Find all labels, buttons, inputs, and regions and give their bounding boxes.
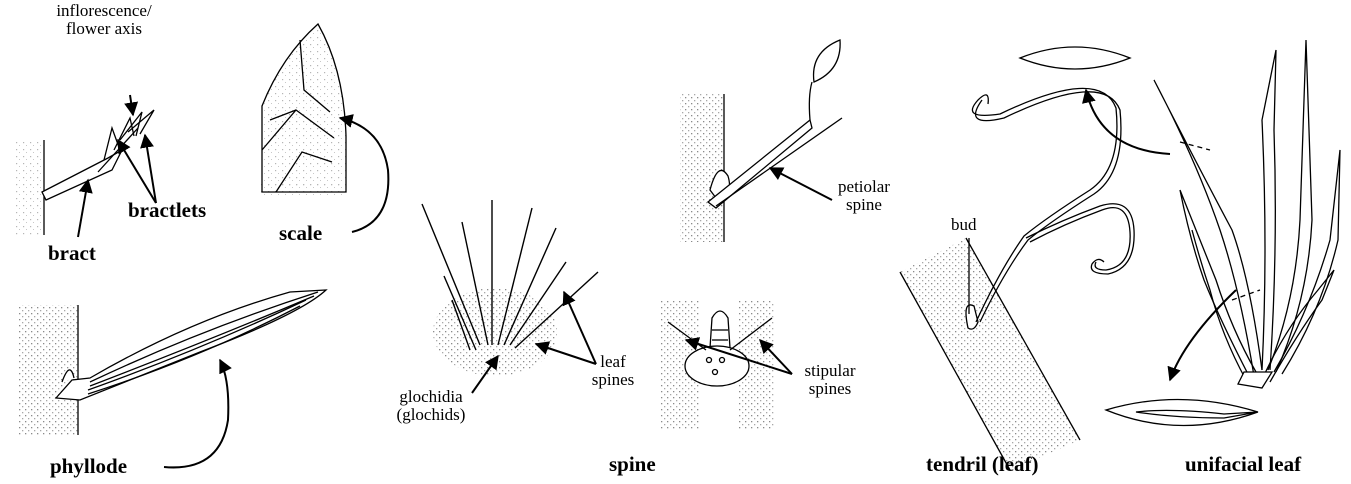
phyllode-label: phyllode <box>50 455 127 477</box>
tendril-label: tendril (leaf) <box>926 453 1039 475</box>
petiolar-spine-label-line1: petiolar <box>838 178 890 196</box>
leaf-spines-label-line2: spines <box>592 371 635 389</box>
stipular-spines-label-line1: stipular <box>805 362 856 380</box>
bud-label: bud <box>951 216 977 234</box>
scale-label: scale <box>279 222 322 244</box>
tendril-illustration <box>900 88 1134 470</box>
inflorescence-label: inflorescence/ flower axis <box>56 2 151 38</box>
spine-cluster-illustration <box>422 200 598 376</box>
stipular-spines-illustration <box>660 300 774 430</box>
leaf-spines-label-line1: leaf <box>592 353 635 371</box>
bract-label: bract <box>48 242 96 264</box>
phyllode-arrow <box>164 360 228 467</box>
inflorescence-label-line1: inflorescence/ <box>56 2 151 20</box>
phyllode-illustration <box>18 290 326 435</box>
stipular-spines-label: stipular spines <box>805 362 856 398</box>
stipular-spines-label-line2: spines <box>805 380 856 398</box>
glochidia-label: glochidia (glochids) <box>397 388 466 424</box>
leaf-spines-label: leaf spines <box>592 353 635 389</box>
petiolar-spine-label-line2: spine <box>838 196 890 214</box>
unifacial-leaf-illustration <box>1020 40 1340 426</box>
glochidia-label-line2: (glochids) <box>397 406 466 424</box>
petiolar-spine-illustration <box>680 40 842 242</box>
spine-label: spine <box>609 453 656 475</box>
scale-arrow <box>340 118 388 232</box>
inflorescence-label-line2: flower axis <box>56 20 151 38</box>
petiolar-arrow <box>770 168 832 200</box>
unifacial-arrows <box>1086 90 1236 380</box>
glochidia-label-line1: glochidia <box>397 388 466 406</box>
unifacial-leaf-label: unifacial leaf <box>1185 453 1301 475</box>
bractlets-label: bractlets <box>128 199 206 221</box>
scale-illustration <box>258 24 348 198</box>
petiolar-spine-label: petiolar spine <box>838 178 890 214</box>
